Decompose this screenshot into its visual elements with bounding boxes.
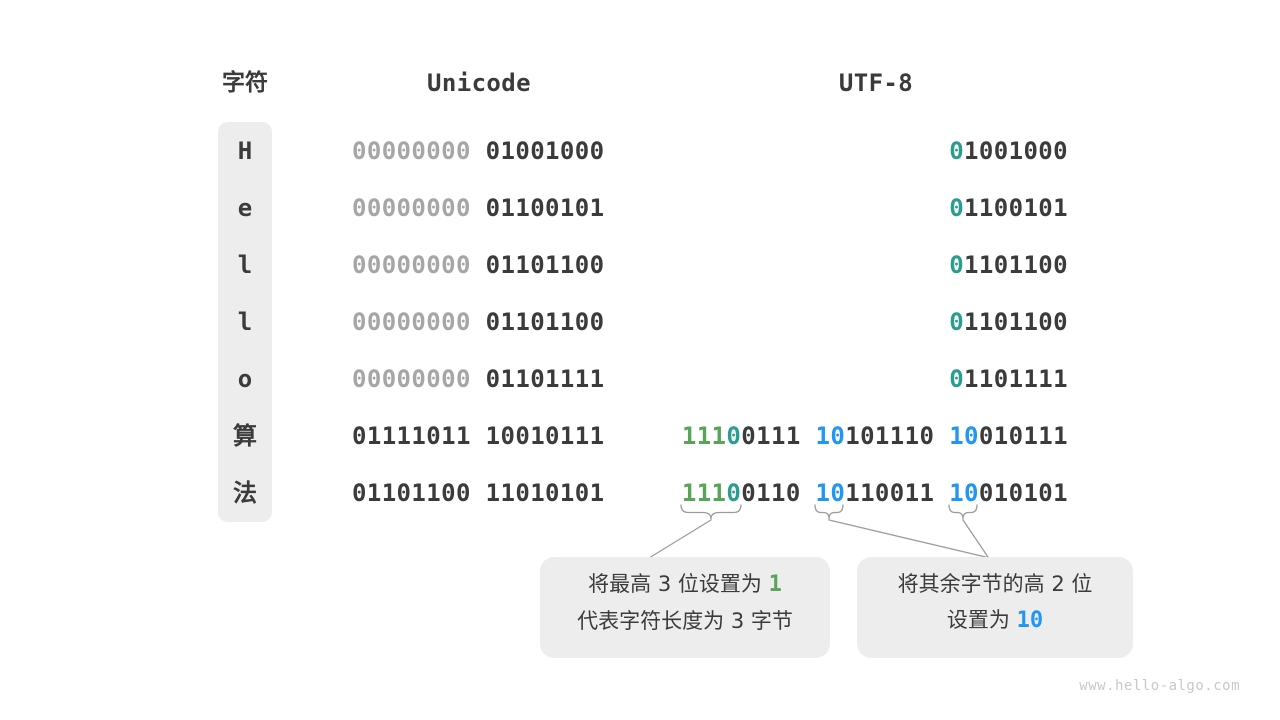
utf8-binary-cell: 01101100	[468, 307, 1068, 337]
character-cell: l	[237, 251, 253, 279]
text-segment: 11010101	[485, 479, 605, 507]
text-segment: 1101100	[964, 251, 1068, 279]
character-cell: o	[237, 365, 253, 393]
unicode-binary-cell: 01101100 11010101	[352, 478, 622, 508]
highlight-bits: 10	[1016, 608, 1044, 633]
text-segment: 将其余字节的高 2 位	[897, 572, 1093, 596]
unicode-binary-cell: 00000000 01101100	[352, 307, 622, 337]
text-segment: 101110	[845, 422, 950, 450]
text-segment: 0	[949, 365, 965, 393]
text-segment: 01101100	[485, 308, 605, 336]
unicode-binary-cell: 00000000 01101100	[352, 250, 622, 280]
text-segment: 1001000	[964, 137, 1068, 165]
character-cell: H	[237, 137, 253, 165]
text-segment: 10010111	[485, 422, 605, 450]
callout-text-line: 代表字符长度为 3 字节	[540, 603, 830, 639]
text-segment: 00000000	[352, 251, 486, 279]
connector-line-continuation-2	[828, 519, 991, 559]
text-segment: 0	[726, 422, 742, 450]
text-segment: 10	[949, 479, 979, 507]
watermark: www.hello-algo.com	[1079, 678, 1240, 694]
text-segment: 0	[726, 479, 742, 507]
text-segment: 10	[949, 422, 979, 450]
utf8-binary-cell: 11100111 10101110 10010111	[468, 421, 1068, 451]
utf8-binary-cell: 01101111	[468, 364, 1068, 394]
column-header-unicode: Unicode	[427, 69, 531, 97]
callout-text-line: 将其余字节的高 2 位	[857, 566, 1133, 602]
text-segment: 01101100	[352, 479, 486, 507]
column-header-char: 字符	[222, 70, 268, 96]
unicode-binary-cell: 01111011 10010111	[352, 421, 622, 451]
unicode-binary-cell: 00000000 01001000	[352, 136, 622, 166]
callout-leading-bits: 将最高 3 位设置为 1 代表字符长度为 3 字节	[540, 557, 830, 658]
text-segment: 0	[949, 251, 965, 279]
text-segment: 0111	[741, 422, 816, 450]
text-segment: 1101111	[964, 365, 1068, 393]
unicode-binary-cell: 00000000 01101111	[352, 364, 622, 394]
text-segment: 00000000	[352, 194, 486, 222]
callout-continuation-bits: 将其余字节的高 2 位设置为 10	[857, 557, 1133, 658]
character-column-band	[218, 122, 272, 522]
highlight-bits: 1	[768, 572, 782, 597]
text-segment: 00000000	[352, 137, 486, 165]
character-cell: e	[237, 194, 253, 222]
unicode-binary-cell: 00000000 01100101	[352, 193, 622, 223]
text-segment: 110011	[845, 479, 950, 507]
character-cell: 算	[233, 422, 257, 450]
text-segment: 01111011	[352, 422, 486, 450]
text-segment: 01101100	[485, 251, 605, 279]
character-cell: 法	[233, 479, 257, 507]
column-header-utf8: UTF-8	[838, 69, 914, 97]
text-segment: 0	[949, 137, 965, 165]
text-segment: 设置为	[946, 608, 1017, 632]
utf8-binary-cell: 11100110 10110011 10010101	[468, 478, 1068, 508]
callout-text-line: 将最高 3 位设置为 1	[540, 566, 830, 603]
text-segment: 111	[681, 479, 727, 507]
text-segment: 1100101	[964, 194, 1068, 222]
connector-line-leading	[648, 519, 712, 559]
text-segment: 将最高 3 位设置为	[588, 572, 769, 596]
text-segment: 01101111	[485, 365, 605, 393]
text-segment: 010101	[978, 479, 1068, 507]
connector-line-continuation-3	[962, 519, 989, 558]
text-segment: 1101100	[964, 308, 1068, 336]
text-segment: 10	[815, 479, 846, 507]
text-segment: 01001000	[485, 137, 605, 165]
text-segment: 10	[815, 422, 846, 450]
text-segment: 0	[949, 194, 965, 222]
text-segment: 00000000	[352, 365, 486, 393]
utf8-binary-cell: 01001000	[468, 136, 1068, 166]
callout-text-line: 设置为 10	[857, 602, 1133, 639]
text-segment: 0110	[741, 479, 816, 507]
utf8-binary-cell: 01100101	[468, 193, 1068, 223]
utf8-binary-cell: 01101100	[468, 250, 1068, 280]
text-segment: 00000000	[352, 308, 486, 336]
character-cell: l	[237, 308, 253, 336]
text-segment: 01100101	[485, 194, 605, 222]
text-segment: 0	[949, 308, 965, 336]
text-segment: 代表字符长度为 3 字节	[577, 609, 793, 633]
text-segment: 111	[681, 422, 727, 450]
text-segment: 010111	[978, 422, 1068, 450]
